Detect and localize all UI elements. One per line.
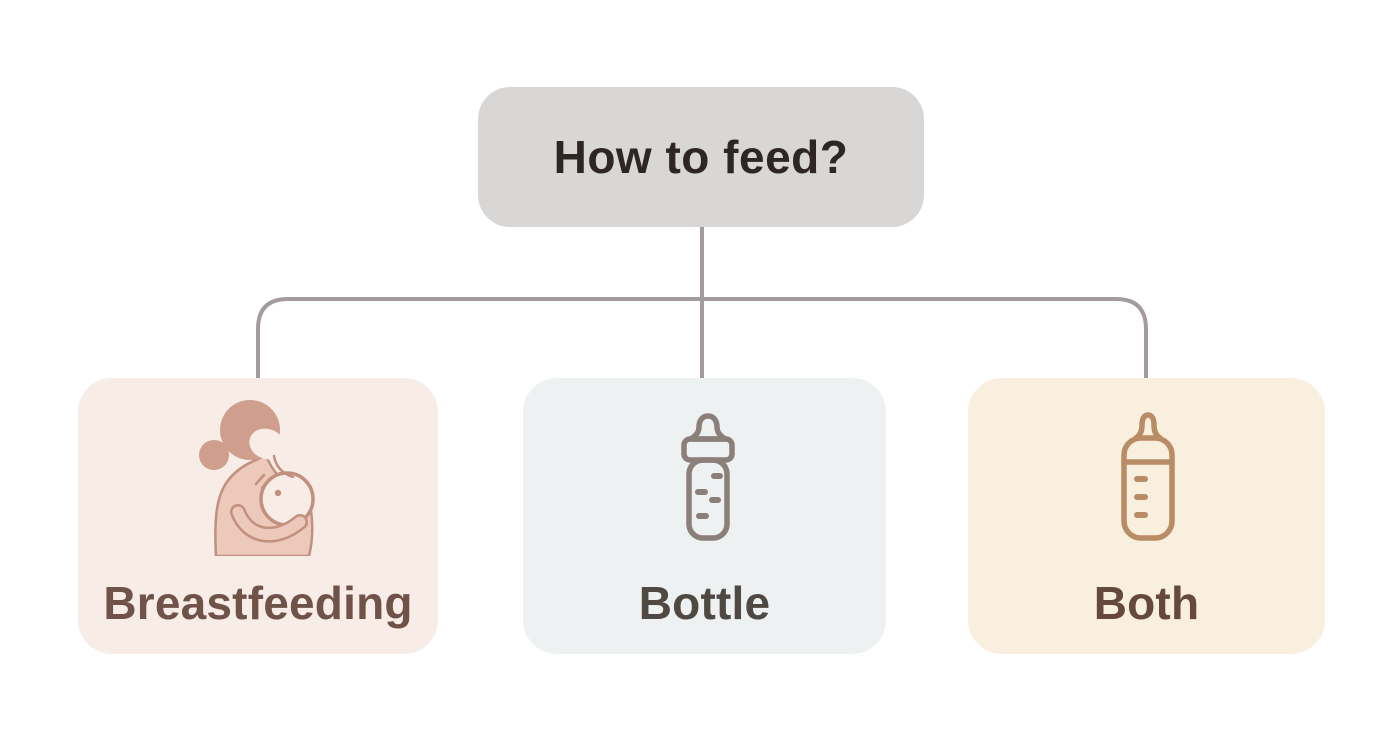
option-label-both: Both xyxy=(1093,577,1200,629)
root-node-how-to-feed: How to feed? xyxy=(478,87,924,227)
baby-bottle-icon xyxy=(1121,412,1175,541)
baby-bottle-icon xyxy=(681,413,735,541)
option-card-bottle[interactable]: Bottle xyxy=(523,378,886,654)
mother-nursing-baby-icon xyxy=(199,400,315,556)
option-card-breastfeeding[interactable]: Breastfeeding xyxy=(78,378,438,654)
connector-branch-bracket xyxy=(256,297,1148,380)
option-label-bottle: Bottle xyxy=(638,577,771,629)
option-label-breastfeeding: Breastfeeding xyxy=(103,577,413,629)
root-node-label: How to feed? xyxy=(553,131,849,183)
option-card-both[interactable]: Both xyxy=(968,378,1325,654)
